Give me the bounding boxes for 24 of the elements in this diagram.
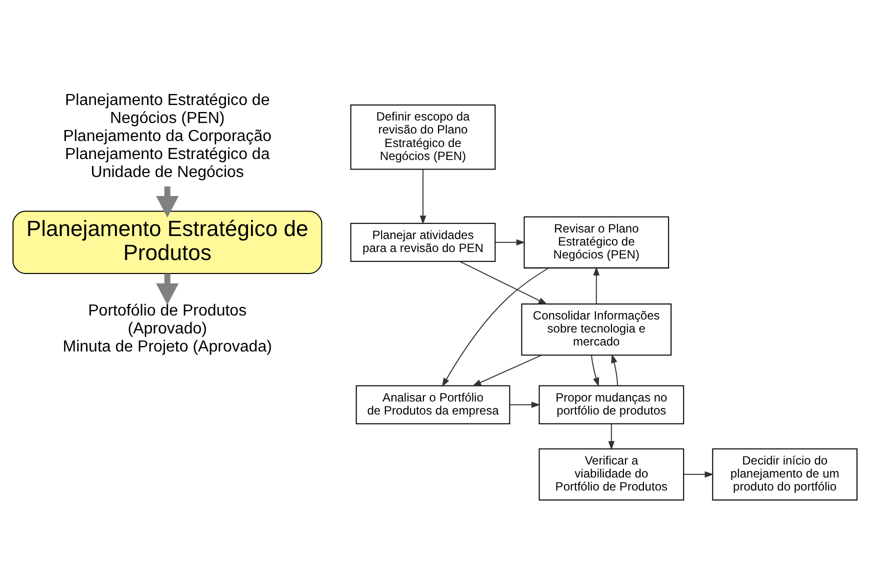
node-box: Planejamento Estratégico de Produtos (12, 210, 322, 274)
node-text: Planejamento Estratégico de Negócios (PEN) Planejamento da Corporação Planejamento Estratégico da Unidade de Negócios (63, 90, 272, 182)
arrow (608, 423, 615, 450)
node-box: Verificar a viabilidade do Portfólio de Produtos (538, 448, 684, 500)
node-box: Revisar o Plano Estratégico de Negócios (PEN) (524, 216, 670, 268)
arrow (420, 168, 426, 225)
arrow (472, 354, 542, 386)
arrow (510, 402, 540, 408)
node-box: Analisar o Portfólio de Produtos da empresa (356, 385, 510, 424)
arrow (442, 268, 549, 388)
node-box: Planejar atividades para a revisão do PEN (350, 222, 496, 262)
arrow (611, 354, 618, 386)
arrow (590, 354, 600, 387)
node-box: Definir escopo da revisão do Plano Estratégico de Negócios (PEN) (350, 104, 496, 170)
arrow (156, 274, 179, 305)
arrow (683, 471, 714, 478)
arrow (593, 266, 600, 304)
node-box: Decidir início do planejamento de um produto do portfólio (712, 448, 858, 500)
arrow (459, 260, 548, 305)
arrow (156, 186, 179, 218)
arrow (494, 239, 526, 246)
node-text: Portofólio de Produtos (Aprovado) Minuta de Projeto (Aprovada) (62, 301, 272, 356)
node-box: Propor mudanças no portfólio de produtos (538, 385, 684, 424)
node-box: Consolidar Informações sobre tecnologia e mercado (521, 304, 672, 356)
